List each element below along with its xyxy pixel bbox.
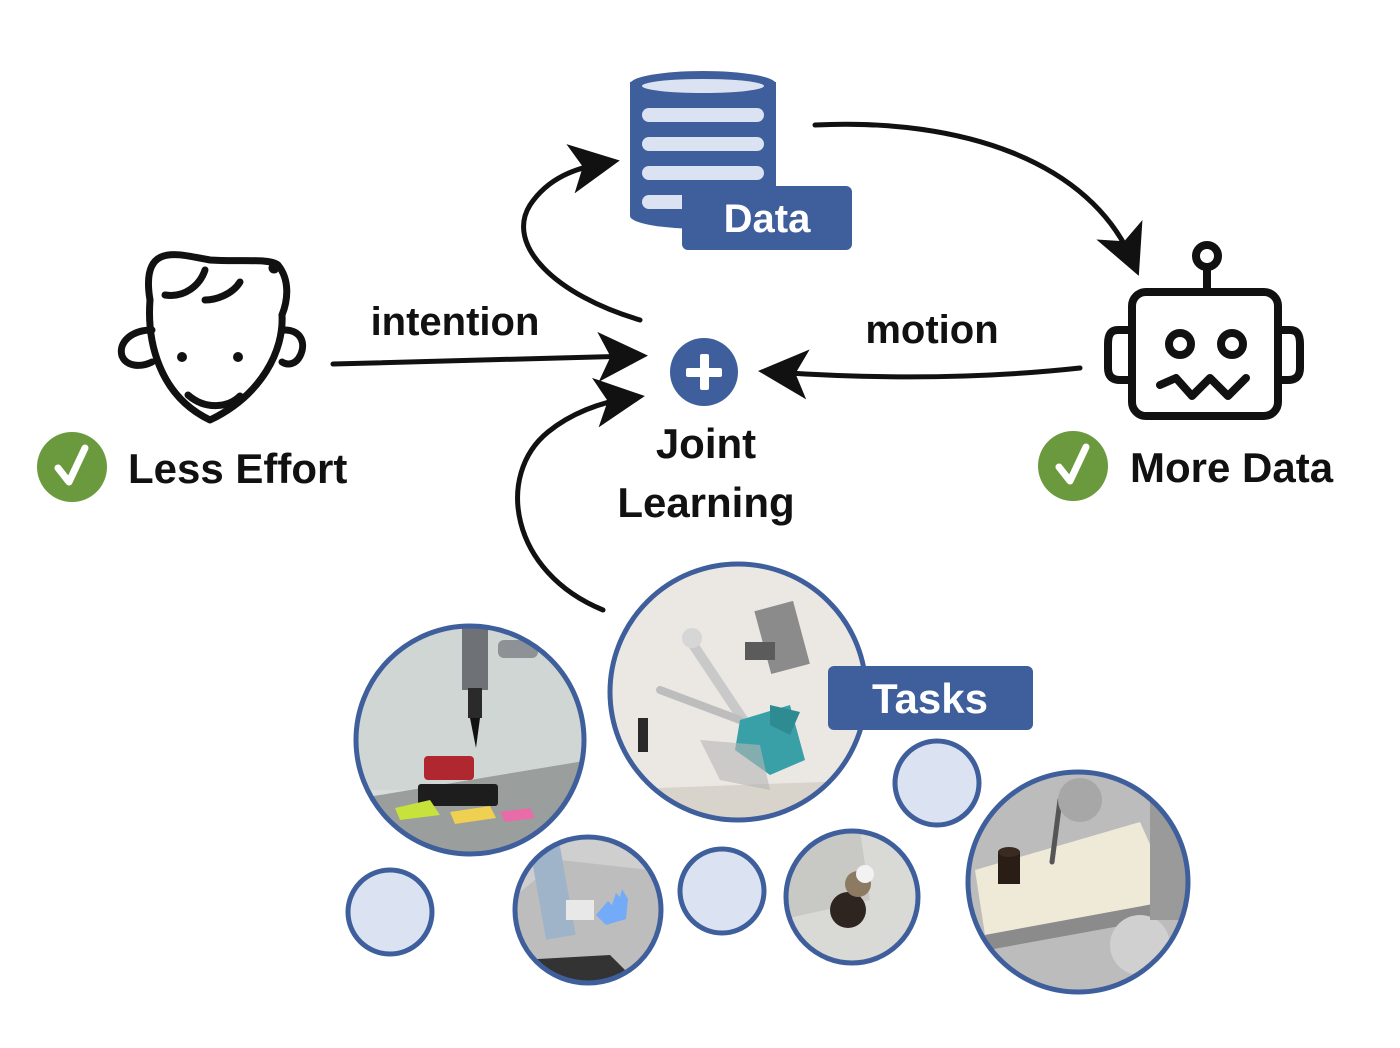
data-label: Data xyxy=(724,197,811,241)
arrow-human-to-center xyxy=(330,331,648,382)
empty-task-bubble xyxy=(345,867,435,957)
task-photo-hand-tools xyxy=(610,564,866,820)
check-icon xyxy=(1038,431,1108,501)
arrow-robot-to-center xyxy=(758,349,1083,400)
arrow-center-to-data xyxy=(521,144,643,323)
arrows xyxy=(330,121,1143,613)
robot-face-icon xyxy=(1104,241,1304,420)
tasks-label: Tasks xyxy=(872,675,988,722)
less-effort-label: Less Effort xyxy=(128,445,347,492)
joint-label-line2: Learning xyxy=(617,479,794,526)
task-bubble-3 xyxy=(512,834,664,986)
joint-label-line1: Joint xyxy=(656,420,756,467)
data-badge: Data xyxy=(682,186,852,250)
tasks-badge: Tasks xyxy=(828,666,1033,730)
task-bubble-4 xyxy=(783,828,921,966)
task-bubble-5 xyxy=(965,769,1191,995)
arrow-tasks-to-center xyxy=(515,377,645,613)
task-photo-cups xyxy=(786,831,918,963)
motion-label: motion xyxy=(865,308,998,352)
arrow-data-to-robot xyxy=(812,121,1143,276)
intention-label: intention xyxy=(371,300,540,344)
task-photo-sim-robot xyxy=(968,772,1188,992)
empty-task-bubble xyxy=(677,846,767,936)
more-data-label: More Data xyxy=(1130,444,1334,491)
task-photo-robot-arm xyxy=(356,626,584,854)
check-icon xyxy=(37,432,107,502)
empty-task-bubble xyxy=(892,738,982,828)
task-bubble-1 xyxy=(353,623,587,857)
human-face-icon xyxy=(117,251,307,424)
plus-icon xyxy=(670,338,738,406)
